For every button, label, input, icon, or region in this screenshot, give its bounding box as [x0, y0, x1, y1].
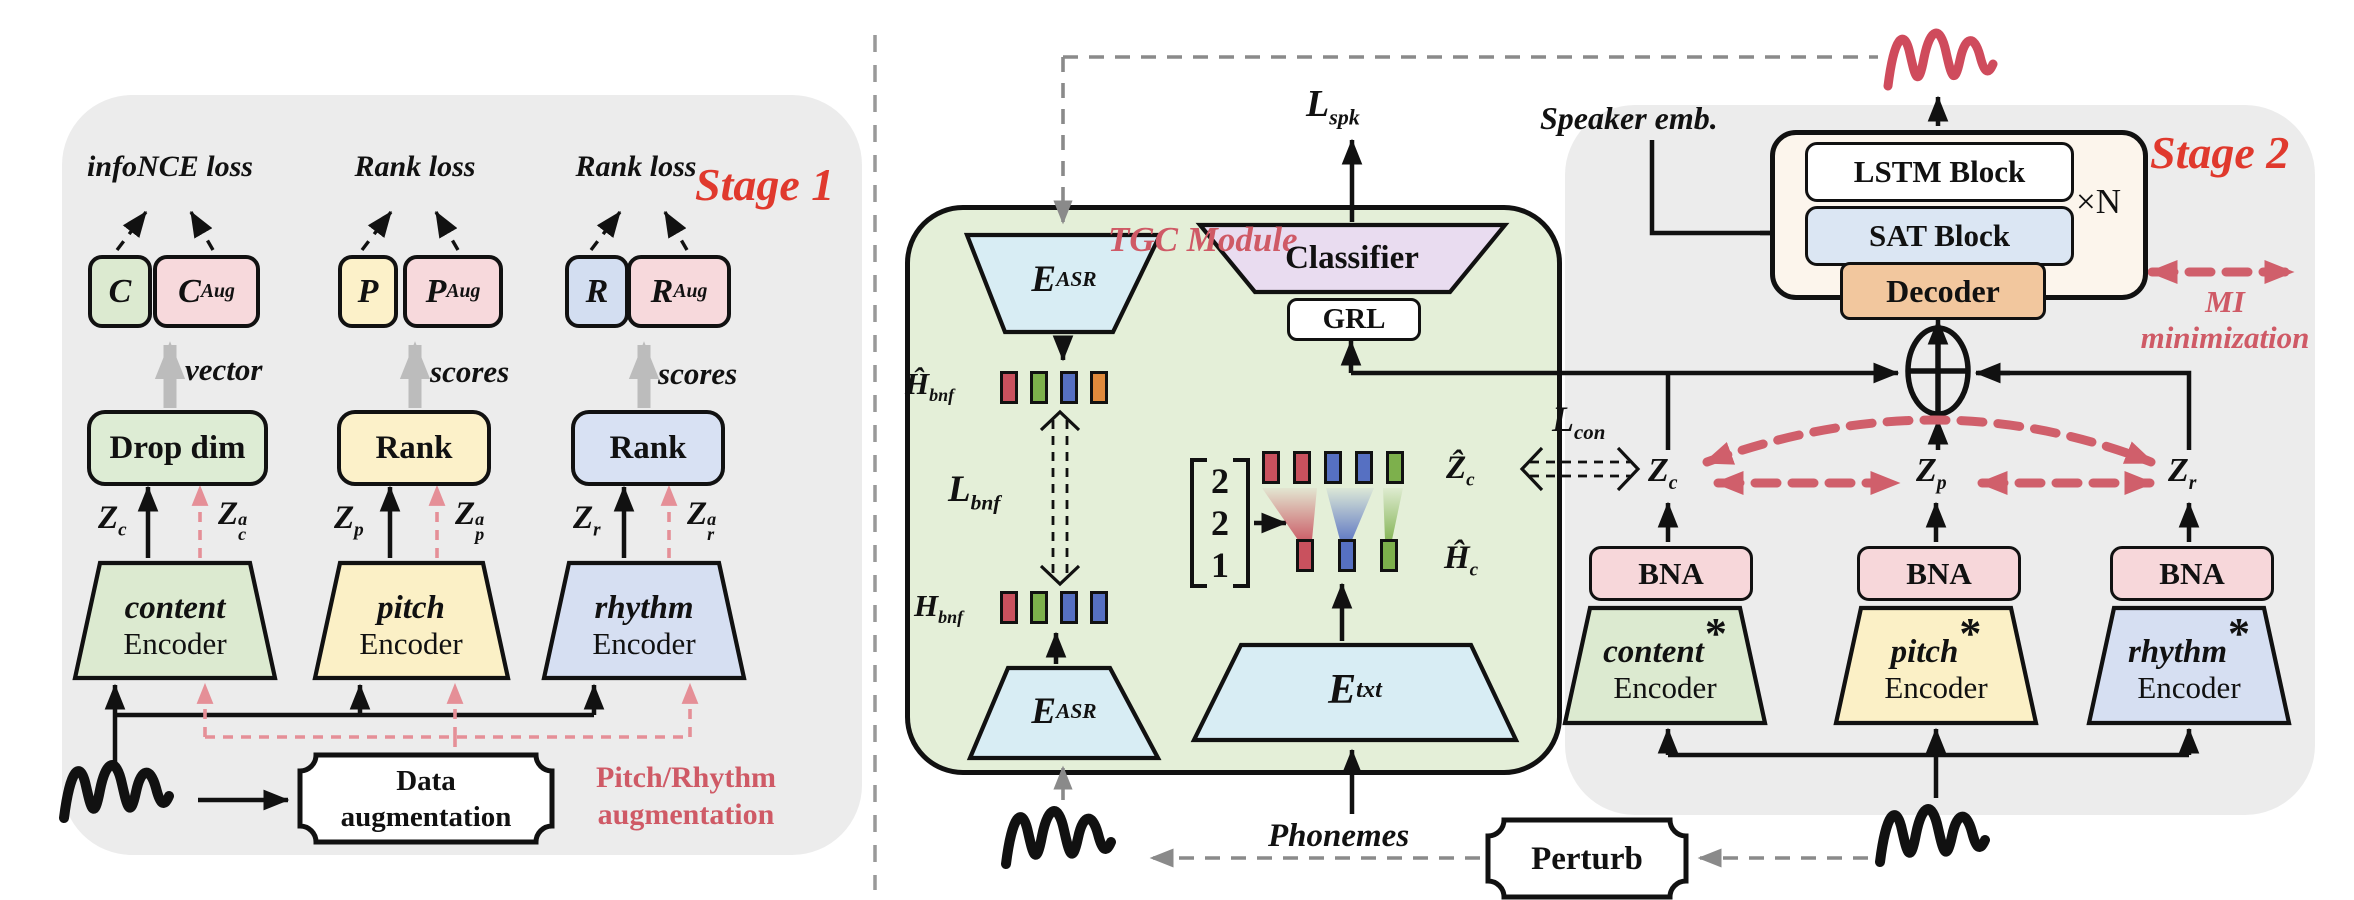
blue-feature-square: [1090, 591, 1108, 624]
p-box: P: [338, 255, 398, 328]
content-star-encoder: content* Encoder: [1603, 609, 1727, 706]
z-r2-label: Zr: [2168, 452, 2197, 494]
blue-feature-square: [1060, 371, 1078, 404]
c-box: C: [88, 255, 152, 328]
l-con-label: Lcon: [1552, 399, 1606, 445]
orange-feature-square: [1090, 371, 1108, 404]
waveform-icon: [1880, 809, 1985, 862]
decoder-box: Decoder: [1840, 262, 2046, 320]
h-bnf-squares: [1000, 591, 1120, 624]
l-bnf-label: Lbnf: [948, 469, 1001, 515]
output-waveform-icon: [1888, 33, 1993, 86]
h-c-hat-label: Ĥc: [1444, 540, 1479, 581]
perturb-label: Perturb: [1531, 840, 1643, 877]
blue-feature-square: [1060, 591, 1078, 624]
bna-box-pitch: BNA: [1857, 546, 2021, 601]
h-bnf-label: Hbnf: [914, 588, 964, 628]
classifier-label: Classifier: [1285, 240, 1419, 276]
drop-dim-box: Drop dim: [87, 410, 268, 486]
rank-box-pitch: Rank: [337, 410, 491, 486]
scores-label-pitch: scores: [430, 354, 510, 389]
waveform-icon: [1006, 811, 1111, 864]
sat-block: SAT Block: [1805, 206, 2074, 266]
loss-label-infonce: infoNCE loss: [87, 150, 253, 183]
vector-label: vector: [185, 352, 263, 387]
z-c2-label: Zc: [1648, 452, 1678, 494]
blue-feature-square: [1324, 451, 1342, 484]
h-bnf-hat-squares: [1000, 371, 1120, 404]
rhythm-star-encoder: rhythm* Encoder: [2127, 609, 2251, 706]
stage1-title: Stage 1: [695, 159, 835, 210]
l-spk-label: Lspk: [1306, 83, 1360, 130]
z-r-label: Zr: [573, 500, 601, 541]
green-feature-square: [1386, 451, 1404, 484]
tgc-module-title: TGC Module: [1108, 220, 1298, 259]
pitch-rhythm-augmentation-note: Pitch/Rhythm augmentation: [596, 760, 776, 832]
red-feature-square: [1293, 451, 1311, 484]
grl-box: GRL: [1287, 298, 1421, 341]
bna-box-rhythm: BNA: [2110, 546, 2274, 601]
speaker-emb-label: Speaker emb.: [1540, 100, 1718, 136]
lstm-block: LSTM Block: [1805, 142, 2074, 202]
z-c-hat-label: Ẑc: [1446, 450, 1475, 491]
rank-box-rhythm: Rank: [571, 410, 725, 486]
stage2-title: Stage 2: [2150, 127, 2290, 178]
scores-label-rhythm: scores: [658, 356, 738, 391]
h-c-hat-squares: [1296, 539, 1422, 572]
mi-minimization-label: MI minimization: [2140, 284, 2310, 355]
blue-feature-square: [1338, 539, 1356, 572]
red-feature-square: [1296, 539, 1314, 572]
pitch-encoder: pitch Encoder: [359, 590, 463, 662]
red-feature-square: [1000, 371, 1018, 404]
h-bnf-hat-label: Ĥbnf: [905, 366, 955, 406]
z-c-label: Zc: [98, 500, 127, 541]
red-feature-square: [1000, 591, 1018, 624]
phonemes-label: Phonemes: [1268, 818, 1410, 854]
content-encoder: content Encoder: [123, 590, 227, 662]
data-augmentation-label: Data augmentation: [340, 764, 512, 833]
z-c-hat-squares: [1262, 451, 1417, 484]
xn-label: ×N: [2076, 182, 2122, 221]
bna-box-content: BNA: [1589, 546, 1753, 601]
r-box: R: [565, 255, 629, 328]
rhythm-encoder: rhythm Encoder: [592, 590, 696, 662]
green-feature-square: [1030, 371, 1048, 404]
z-p2-label: Zp: [1916, 452, 1947, 494]
loss-label-rank-rhythm: Rank loss: [575, 150, 697, 183]
z-p-label: Zp: [334, 500, 364, 541]
green-feature-square: [1030, 591, 1048, 624]
duration-matrix: 2 2 1: [1190, 458, 1250, 588]
red-feature-square: [1262, 451, 1280, 484]
pitch-star-encoder: pitch* Encoder: [1884, 609, 1988, 706]
loss-label-rank-pitch: Rank loss: [354, 150, 476, 183]
blue-feature-square: [1355, 451, 1373, 484]
green-feature-square: [1380, 539, 1398, 572]
